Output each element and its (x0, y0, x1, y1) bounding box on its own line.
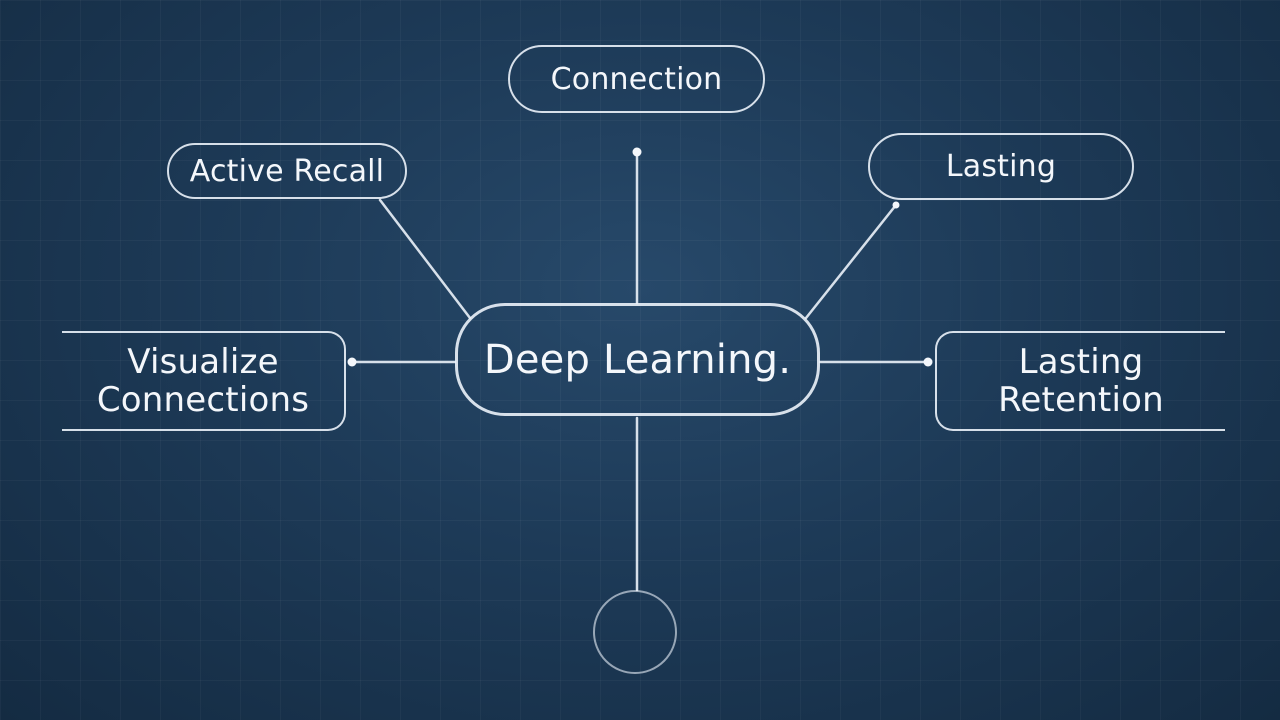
node-connection[interactable]: Connection (508, 45, 765, 113)
node-deep-learning-label: Deep Learning. (483, 336, 792, 383)
node-lasting[interactable]: Lasting (868, 133, 1134, 200)
node-deep-learning[interactable]: Deep Learning. (455, 303, 820, 416)
node-lasting-retention[interactable]: Lasting Retention (935, 331, 1225, 431)
node-visualize-connections-label: Visualize Connections (96, 342, 310, 420)
node-visualize-connections[interactable]: Visualize Connections (62, 331, 346, 431)
connector-dot-left (347, 357, 357, 367)
node-connection-label: Connection (550, 61, 723, 97)
connector-top-left (378, 198, 472, 320)
connector-dot-top (632, 147, 642, 157)
node-active-recall[interactable]: Active Recall (167, 143, 407, 199)
node-lasting-retention-label: Lasting Retention (998, 342, 1164, 420)
node-lasting-label: Lasting (945, 149, 1057, 184)
connector-top-right (804, 203, 898, 320)
bottom-circle-node (593, 590, 677, 674)
connector-dot-top-right (892, 201, 900, 209)
node-active-recall-label: Active Recall (189, 153, 385, 189)
connector-dot-right (923, 357, 933, 367)
